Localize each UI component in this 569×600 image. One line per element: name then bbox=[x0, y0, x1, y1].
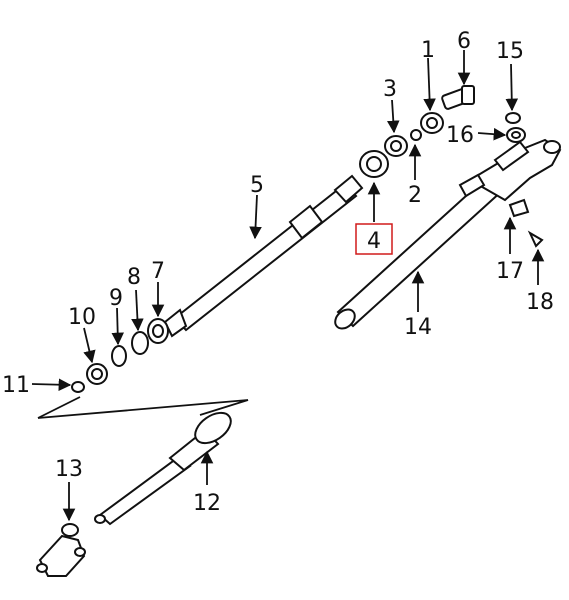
bearing-1 bbox=[420, 112, 444, 134]
bearing-7 bbox=[147, 318, 169, 344]
bolt-6 bbox=[441, 85, 475, 110]
callout-5[interactable]: 5 bbox=[250, 173, 264, 198]
callout-3[interactable]: 3 bbox=[383, 77, 397, 102]
callout-14[interactable]: 14 bbox=[404, 315, 432, 340]
callout-7[interactable]: 7 bbox=[151, 259, 165, 284]
callout-17[interactable]: 17 bbox=[496, 259, 524, 284]
callout-2[interactable]: 2 bbox=[408, 183, 422, 208]
bushing-4 bbox=[359, 150, 389, 178]
callout-11[interactable]: 11 bbox=[2, 373, 30, 398]
cap-15 bbox=[505, 112, 521, 124]
spring-8 bbox=[131, 331, 149, 355]
clip-18 bbox=[527, 230, 544, 248]
highlight-box bbox=[355, 223, 393, 255]
callout-1[interactable]: 1 bbox=[421, 38, 435, 63]
ring-9 bbox=[111, 345, 127, 367]
washer-2 bbox=[410, 129, 422, 141]
guide-line-right bbox=[37, 399, 249, 419]
callout-13[interactable]: 13 bbox=[55, 457, 83, 482]
column-jacket bbox=[334, 138, 562, 330]
guide-line-left bbox=[37, 396, 81, 419]
upper-shaft bbox=[163, 174, 364, 338]
callout-12[interactable]: 12 bbox=[193, 491, 221, 516]
callout-16[interactable]: 16 bbox=[446, 123, 474, 148]
nut-11 bbox=[71, 381, 85, 393]
universal-joint bbox=[36, 523, 86, 577]
ring-3 bbox=[384, 135, 408, 157]
callout-15[interactable]: 15 bbox=[496, 39, 524, 64]
callout-8[interactable]: 8 bbox=[127, 265, 141, 290]
callout-9[interactable]: 9 bbox=[109, 286, 123, 311]
grommet-16 bbox=[506, 127, 526, 143]
seat-10 bbox=[86, 363, 108, 385]
callout-10[interactable]: 10 bbox=[68, 305, 96, 330]
intermediate-shaft bbox=[94, 411, 232, 526]
callout-18[interactable]: 18 bbox=[526, 290, 554, 315]
callout-4[interactable]: 4 bbox=[367, 229, 381, 254]
callout-6[interactable]: 6 bbox=[457, 29, 471, 54]
